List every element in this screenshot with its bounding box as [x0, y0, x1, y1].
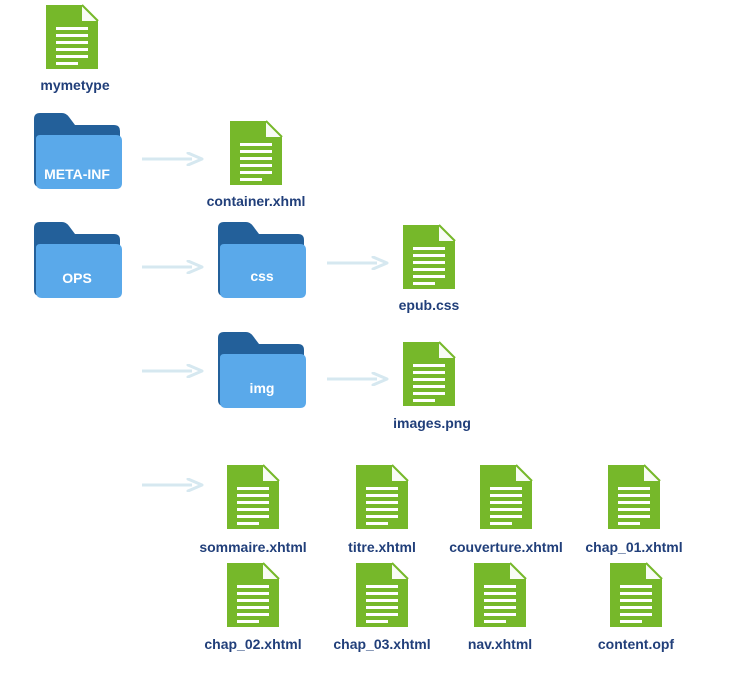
file-chap-02 [225, 561, 281, 634]
file-label-container: container.xhml [206, 193, 306, 209]
file-titre [354, 463, 410, 536]
folder-css [216, 220, 306, 303]
file-chap-03 [354, 561, 410, 634]
folder-icon [216, 220, 306, 298]
file-label-nav: nav.xhtml [467, 636, 533, 652]
file-icon [606, 463, 662, 531]
arrow-right-icon [142, 478, 204, 492]
folder-img [216, 330, 306, 413]
file-label-sommaire: sommaire.xhtml [199, 539, 307, 555]
file-nav [472, 561, 528, 634]
folder-icon [32, 220, 122, 298]
folder-label-ops: OPS [62, 270, 92, 286]
arrow-right-icon [142, 152, 204, 166]
file-label-chap-02: chap_02.xhtml [204, 636, 302, 652]
file-images-png [401, 340, 457, 413]
folder-label-img: img [249, 380, 275, 396]
file-label-mymetype: mymetype [40, 77, 110, 93]
arrow-right-icon [327, 256, 389, 270]
file-label-couverture: couverture.xhtml [449, 539, 563, 555]
file-icon [44, 3, 100, 71]
file-icon [478, 463, 534, 531]
arrow-right-icon [142, 260, 204, 274]
arrow-right-icon [142, 364, 204, 378]
folder-label-css: css [250, 268, 274, 284]
file-label-images-png: images.png [393, 415, 471, 431]
file-label-content-opf: content.opf [597, 636, 675, 652]
file-icon [225, 463, 281, 531]
file-couverture [478, 463, 534, 536]
file-icon [354, 463, 410, 531]
file-content-opf [608, 561, 664, 634]
file-icon [401, 340, 457, 408]
file-container [228, 119, 284, 192]
arrow-right-icon [327, 372, 389, 386]
file-label-chap-01: chap_01.xhtml [585, 539, 683, 555]
file-label-epub-css: epub.css [398, 297, 460, 313]
file-icon [608, 561, 664, 629]
folder-ops [32, 220, 122, 303]
file-epub-css [401, 223, 457, 296]
file-icon [225, 561, 281, 629]
file-label-chap-03: chap_03.xhtml [333, 636, 431, 652]
file-icon [354, 561, 410, 629]
file-icon [228, 119, 284, 187]
folder-label-meta-inf: META-INF [44, 166, 110, 182]
file-sommaire [225, 463, 281, 536]
file-chap-01 [606, 463, 662, 536]
folder-icon [216, 330, 306, 408]
file-mymetype [44, 3, 100, 76]
file-label-titre: titre.xhtml [348, 539, 416, 555]
file-icon [472, 561, 528, 629]
file-icon [401, 223, 457, 291]
